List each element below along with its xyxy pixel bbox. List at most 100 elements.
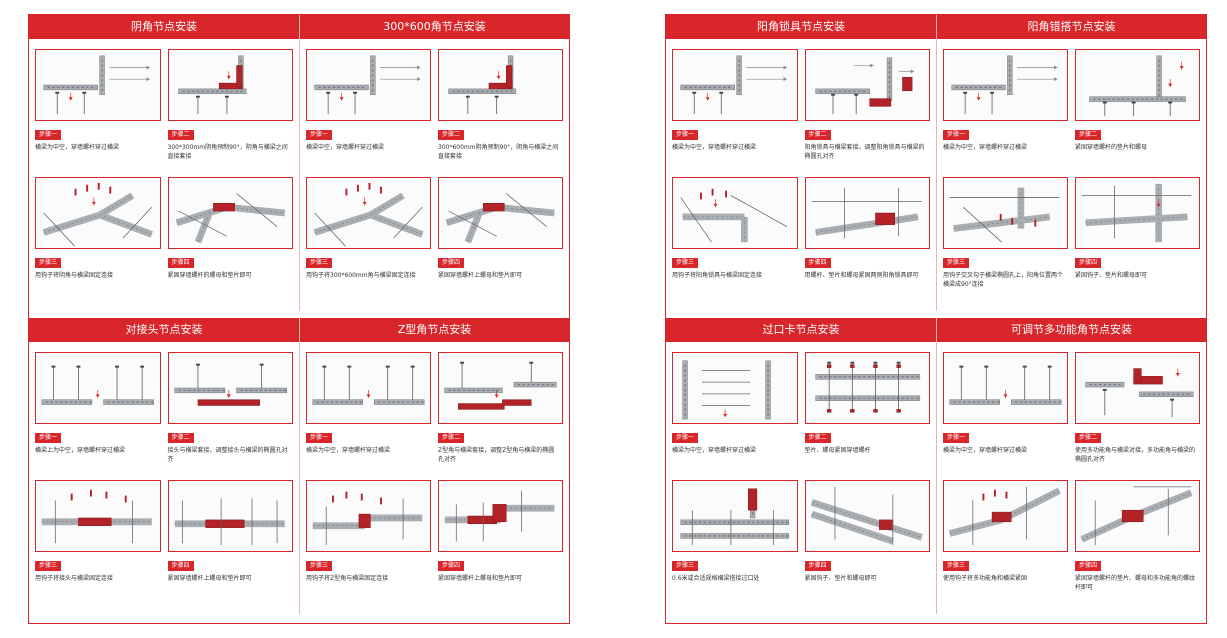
slot-hole <box>47 86 50 89</box>
slot-hole <box>332 86 336 89</box>
step-description: 横梁为中空，穿墙螺杆穿过横梁 <box>672 144 757 151</box>
slot-hole <box>767 413 769 416</box>
right-top-row: 阳角锁具节点安装 步骤一横梁为中空，穿墙螺杆穿过横梁步骤二阳角锁具与横梁套接，调… <box>666 15 1206 311</box>
slot-hole <box>356 86 360 89</box>
step-badge: 步骤三 <box>306 258 333 268</box>
slot-hole <box>891 376 894 378</box>
red-connector <box>874 212 895 225</box>
hook <box>90 489 92 497</box>
slot-hole <box>1093 98 1096 100</box>
slot-hole <box>684 393 686 397</box>
slot-hole <box>323 86 326 89</box>
nut <box>385 365 390 368</box>
arrow-head <box>1168 83 1173 87</box>
step-illustration <box>804 352 930 424</box>
step-card: 步骤四紧固穿墙螺杆的螺母和垫片即可 <box>167 177 293 305</box>
hook <box>711 188 714 196</box>
slot-hole <box>126 401 130 403</box>
slot-hole <box>713 521 716 523</box>
slot-hole <box>145 401 149 403</box>
slot-hole <box>1118 384 1121 386</box>
slot-hole <box>1141 98 1144 100</box>
slot-hole <box>1165 98 1168 100</box>
slot-hole <box>411 401 415 403</box>
slot-hole <box>467 389 471 392</box>
slot-hole <box>684 403 686 406</box>
slot-hole <box>472 389 475 392</box>
slot-hole <box>490 90 494 92</box>
red-connector <box>197 399 260 406</box>
slot-hole <box>738 79 740 82</box>
slot-hole <box>979 86 982 89</box>
slot-hole <box>767 393 769 397</box>
red-connector <box>502 399 532 406</box>
slot-hole <box>1158 93 1160 97</box>
iso-rod <box>506 193 547 227</box>
slot-hole <box>69 401 73 403</box>
step-drawing <box>814 361 920 413</box>
step-description: 0.6米或合适规格横梁搭接过口处 <box>672 575 760 582</box>
step-description: 横梁为中空，穿墙螺杆穿过横梁 <box>672 447 757 454</box>
hook <box>380 497 382 505</box>
step-card: 步骤四紧固穿墙螺杆的垫片、螺母和多功能角的螺纹杆即可 <box>1075 480 1200 608</box>
hook <box>999 213 1002 221</box>
step-illustration <box>672 480 798 552</box>
slot-hole <box>101 74 103 77</box>
slot-hole <box>689 521 692 523</box>
beam <box>513 381 557 388</box>
slot-hole <box>958 401 961 403</box>
step-badge: 步骤三 <box>35 561 62 571</box>
slot-hole <box>101 79 103 82</box>
iso-beam <box>369 211 424 238</box>
nut <box>1022 365 1027 368</box>
slot-hole <box>1158 59 1160 63</box>
slot-hole <box>862 376 865 378</box>
step-card: 步骤四紧固钩子、垫片和螺母即可 <box>1075 177 1200 305</box>
hook <box>982 493 985 501</box>
slot-hole <box>767 403 769 406</box>
slot-hole <box>239 389 243 392</box>
slot-hole <box>244 389 248 392</box>
arrow-head <box>910 69 914 74</box>
slot-hole <box>1039 401 1042 403</box>
step-description: 横梁为中空，穿墙螺杆穿过横梁 <box>35 144 120 151</box>
red-connector <box>78 517 112 526</box>
slot-hole <box>202 389 205 392</box>
slot-hole <box>843 376 846 378</box>
slot-hole <box>738 64 740 67</box>
slot-hole <box>901 397 904 399</box>
slot-hole <box>968 401 971 403</box>
slot-hole <box>352 86 355 89</box>
slot-hole <box>984 86 987 89</box>
arrow-head <box>362 201 367 206</box>
slot-hole <box>703 535 707 537</box>
beam <box>314 84 369 91</box>
section-multi-angle: 可调节多功能角节点安装 步骤一横梁为中空，穿墙螺杆穿过横梁步骤二使用多功能角与横… <box>936 318 1206 614</box>
iso-beam-holes <box>226 206 285 214</box>
slot-hole <box>141 401 144 403</box>
nut <box>826 361 831 364</box>
slot-hole <box>1019 401 1023 403</box>
slot-hole <box>1158 84 1160 87</box>
slot-hole <box>776 521 779 523</box>
step-badge: 步骤二 <box>1075 433 1102 443</box>
step-illustration <box>438 352 563 424</box>
slot-hole <box>1113 384 1116 386</box>
arrow-head <box>417 77 421 82</box>
slot-hole <box>84 401 87 403</box>
step-badge: 步骤三 <box>943 561 970 571</box>
step-drawing <box>951 55 1058 115</box>
step-drawing <box>682 360 771 420</box>
slot-hole <box>406 401 410 403</box>
step-badge: 步骤四 <box>1075 258 1102 268</box>
slot-hole <box>847 397 851 399</box>
slot-hole <box>1009 69 1011 72</box>
slot-hole <box>838 90 841 92</box>
slot-hole <box>901 376 904 378</box>
arrow-head <box>1175 373 1180 377</box>
section-title: Z型角节点安装 <box>300 318 569 342</box>
step-card: 步骤四紧固穿墙螺杆上螺母和垫片即可 <box>438 177 563 305</box>
slot-hole <box>392 401 395 403</box>
